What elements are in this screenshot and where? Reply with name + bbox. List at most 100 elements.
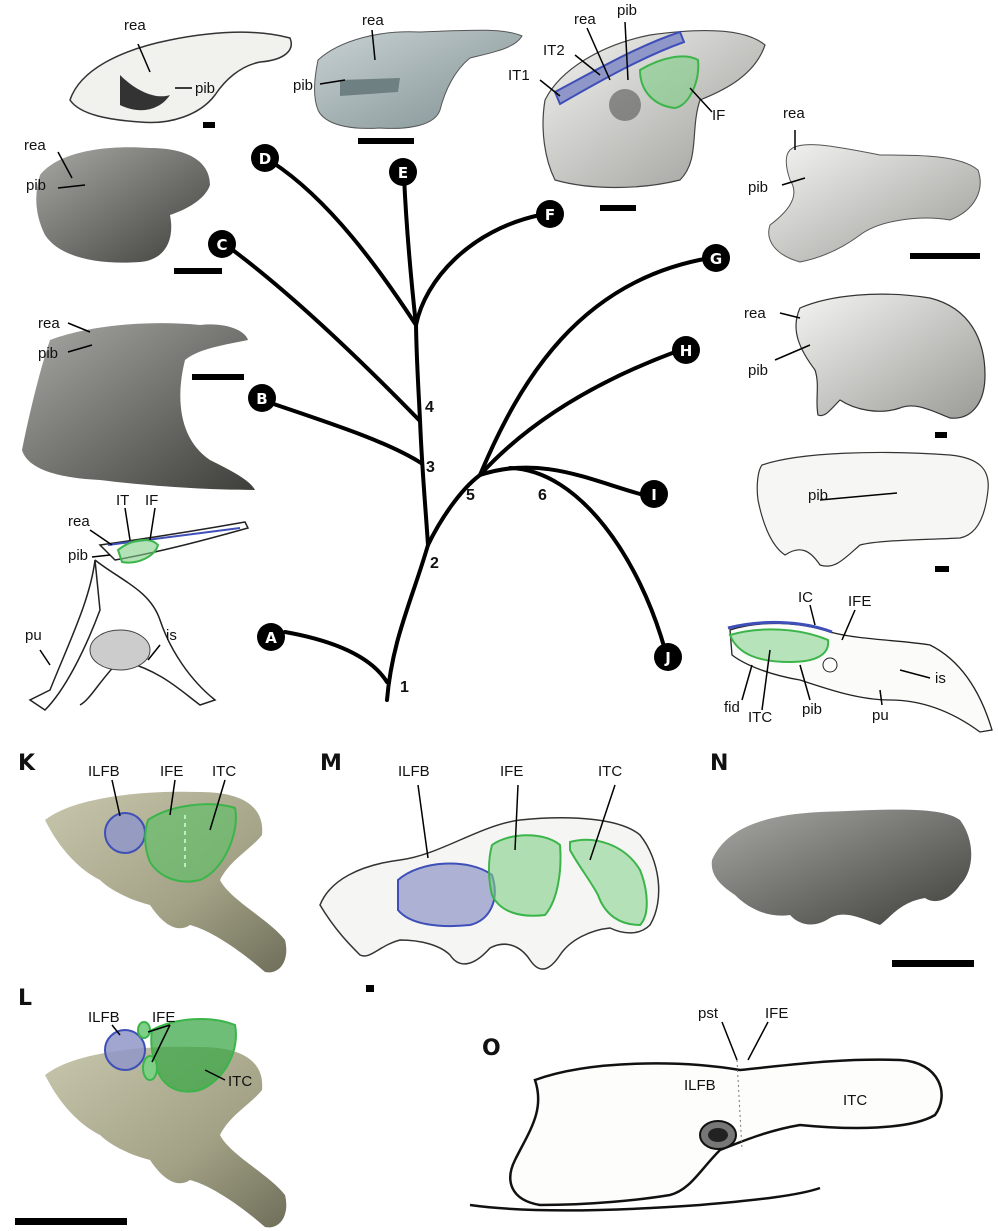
svg-text:F: F <box>545 206 555 224</box>
svg-text:pib: pib <box>195 80 215 97</box>
node-I: I <box>640 480 668 508</box>
node-G: G <box>702 244 730 272</box>
svg-text:is: is <box>935 670 946 687</box>
svg-text:A: A <box>265 629 277 647</box>
svg-text:pib: pib <box>748 362 768 379</box>
svg-text:ITC: ITC <box>748 709 772 726</box>
node-D: D <box>251 144 279 172</box>
svg-text:rea: rea <box>744 305 766 322</box>
svg-text:IF: IF <box>145 492 158 509</box>
branch-F <box>416 215 540 325</box>
node-number-5: 5 <box>466 487 475 504</box>
svg-text:pst: pst <box>698 1005 719 1022</box>
specimen-right-3: pib <box>757 452 988 572</box>
svg-text:rea: rea <box>362 12 384 29</box>
node-number-2: 2 <box>430 555 439 572</box>
specimen-right-4: IC IFE fid ITC pib is pu <box>724 589 992 732</box>
specimen-left-2: rea pib <box>24 137 222 274</box>
node-J: J <box>654 643 682 671</box>
branch-right <box>428 475 480 545</box>
specimen-left-4: IT IF rea pib pu is <box>25 492 248 710</box>
svg-text:rea: rea <box>38 315 60 332</box>
specimen-left-3: rea pib <box>22 315 255 490</box>
svg-text:ILFB: ILFB <box>398 763 430 780</box>
node-B: B <box>248 384 276 412</box>
trunk-mid <box>416 320 428 545</box>
node-number-1: 1 <box>400 679 409 696</box>
svg-text:pib: pib <box>748 179 768 196</box>
svg-text:IT2: IT2 <box>543 42 565 59</box>
svg-text:ILFB: ILFB <box>684 1077 716 1094</box>
svg-text:pib: pib <box>293 77 313 94</box>
svg-text:H: H <box>680 342 693 360</box>
svg-text:pib: pib <box>802 701 822 718</box>
svg-text:pib: pib <box>808 487 828 504</box>
svg-text:IFE: IFE <box>500 763 523 780</box>
svg-text:IFE: IFE <box>160 763 183 780</box>
svg-text:pib: pib <box>617 2 637 19</box>
svg-text:pib: pib <box>38 345 58 362</box>
panel-N: N <box>710 751 974 967</box>
node-number-4: 4 <box>425 399 434 416</box>
svg-text:J: J <box>664 649 671 667</box>
svg-text:rea: rea <box>68 513 90 530</box>
svg-text:rea: rea <box>574 11 596 28</box>
svg-text:ILFB: ILFB <box>88 763 120 780</box>
node-C: C <box>208 230 236 258</box>
svg-text:L: L <box>18 986 32 1011</box>
svg-text:IFE: IFE <box>765 1005 788 1022</box>
svg-text:ITC: ITC <box>212 763 236 780</box>
node-H: H <box>672 336 700 364</box>
svg-text:ILFB: ILFB <box>88 1009 120 1026</box>
panel-L: L ILFB IFE ITC <box>15 986 286 1227</box>
specimen-right-1: rea pib <box>748 105 980 262</box>
svg-text:B: B <box>256 390 267 408</box>
svg-text:pu: pu <box>25 627 42 644</box>
svg-text:IT1: IT1 <box>508 67 530 84</box>
svg-text:ITC: ITC <box>843 1092 867 1109</box>
specimen-top-mid: rea pib <box>293 12 522 144</box>
svg-text:C: C <box>216 236 227 254</box>
svg-text:fid: fid <box>724 699 740 716</box>
panel-K: K ILFB IFE ITC <box>18 751 286 972</box>
node-number-3: 3 <box>426 459 435 476</box>
trunk-root <box>387 545 428 700</box>
svg-text:ITC: ITC <box>598 763 622 780</box>
node-E: E <box>389 158 417 186</box>
branch-E <box>404 176 416 325</box>
svg-text:N: N <box>710 751 728 776</box>
specimen-right-2: rea pib <box>744 294 985 438</box>
svg-text:is: is <box>166 627 177 644</box>
svg-text:rea: rea <box>783 105 805 122</box>
branch-A <box>285 632 387 682</box>
svg-text:rea: rea <box>124 17 146 34</box>
branch-I <box>480 468 640 494</box>
svg-text:IFE: IFE <box>848 593 871 610</box>
svg-text:O: O <box>482 1036 501 1061</box>
svg-text:E: E <box>398 164 408 182</box>
node-F: F <box>536 200 564 228</box>
svg-text:pib: pib <box>68 547 88 564</box>
svg-text:M: M <box>320 751 342 776</box>
panel-O: O pst IFE ILFB ITC <box>470 1005 942 1210</box>
phylogenetic-tree <box>230 162 710 700</box>
svg-text:pu: pu <box>872 707 889 724</box>
svg-text:K: K <box>18 751 36 776</box>
specimen-top-right: rea pib IT2 IT1 IF <box>508 2 765 211</box>
svg-text:G: G <box>710 250 722 268</box>
svg-text:IT: IT <box>116 492 129 509</box>
specimen-top-left: rea pib <box>70 17 291 128</box>
svg-text:I: I <box>651 486 657 504</box>
svg-text:ITC: ITC <box>228 1073 252 1090</box>
svg-text:pib: pib <box>26 177 46 194</box>
branch-B <box>262 400 421 463</box>
svg-text:IC: IC <box>798 589 813 606</box>
node-A: A <box>257 623 285 651</box>
svg-text:rea: rea <box>24 137 46 154</box>
svg-text:D: D <box>259 150 271 168</box>
panel-M: M ILFB IFE ITC <box>320 751 659 992</box>
node-number-6: 6 <box>538 487 547 504</box>
svg-text:IF: IF <box>712 107 725 124</box>
svg-text:IFE: IFE <box>152 1009 175 1026</box>
